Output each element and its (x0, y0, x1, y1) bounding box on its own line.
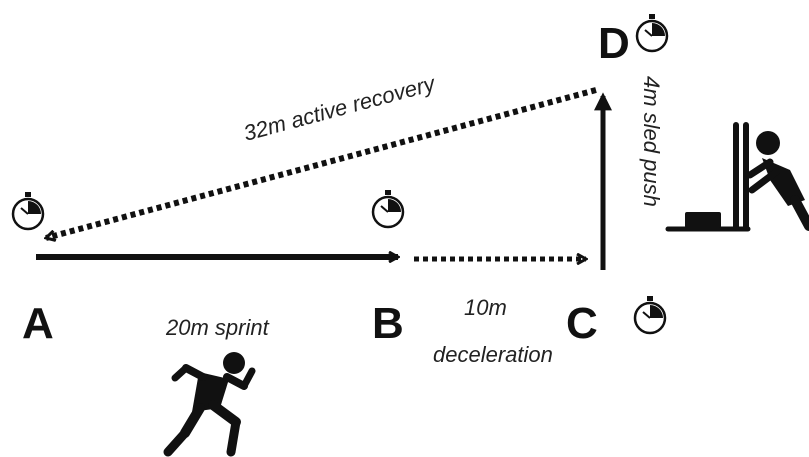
stopwatch-icon-c (633, 294, 667, 335)
sled-push-label: 4m sled push (639, 76, 664, 207)
point-c-label: C (566, 299, 598, 348)
point-d-label: D (598, 19, 630, 68)
stopwatch-icon-b (371, 188, 405, 229)
stopwatch-icon-a (11, 190, 45, 231)
deceleration-label: deceleration (433, 342, 553, 367)
recovery-label: 32m active recovery (241, 70, 440, 146)
stopwatch-icon-d (635, 12, 669, 53)
recovery-arrow (46, 87, 597, 238)
sprint-label: 20m sprint (165, 315, 270, 340)
sled-push-silhouette-icon (665, 122, 809, 232)
sprinter-silhouette-icon (163, 352, 256, 457)
point-a-label: A (22, 299, 54, 348)
point-b-label: B (372, 299, 404, 348)
deceleration-distance-label: 10m (464, 295, 507, 320)
